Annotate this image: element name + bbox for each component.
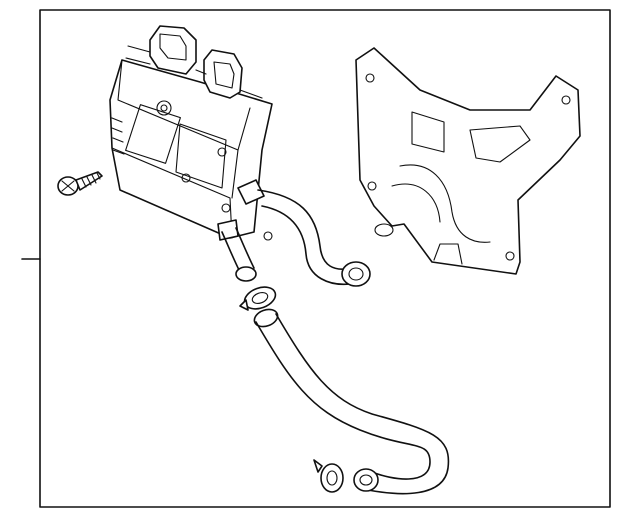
module-icon[interactable] [109,25,273,241]
diagram-frame [21,9,611,508]
clamp-icon[interactable] [239,283,278,313]
hose-icon[interactable] [252,306,450,495]
bracket-icon[interactable] [355,47,581,275]
screw-icon[interactable] [57,171,103,196]
hose-icon[interactable] [221,189,371,287]
clamp-icon[interactable] [313,459,344,493]
